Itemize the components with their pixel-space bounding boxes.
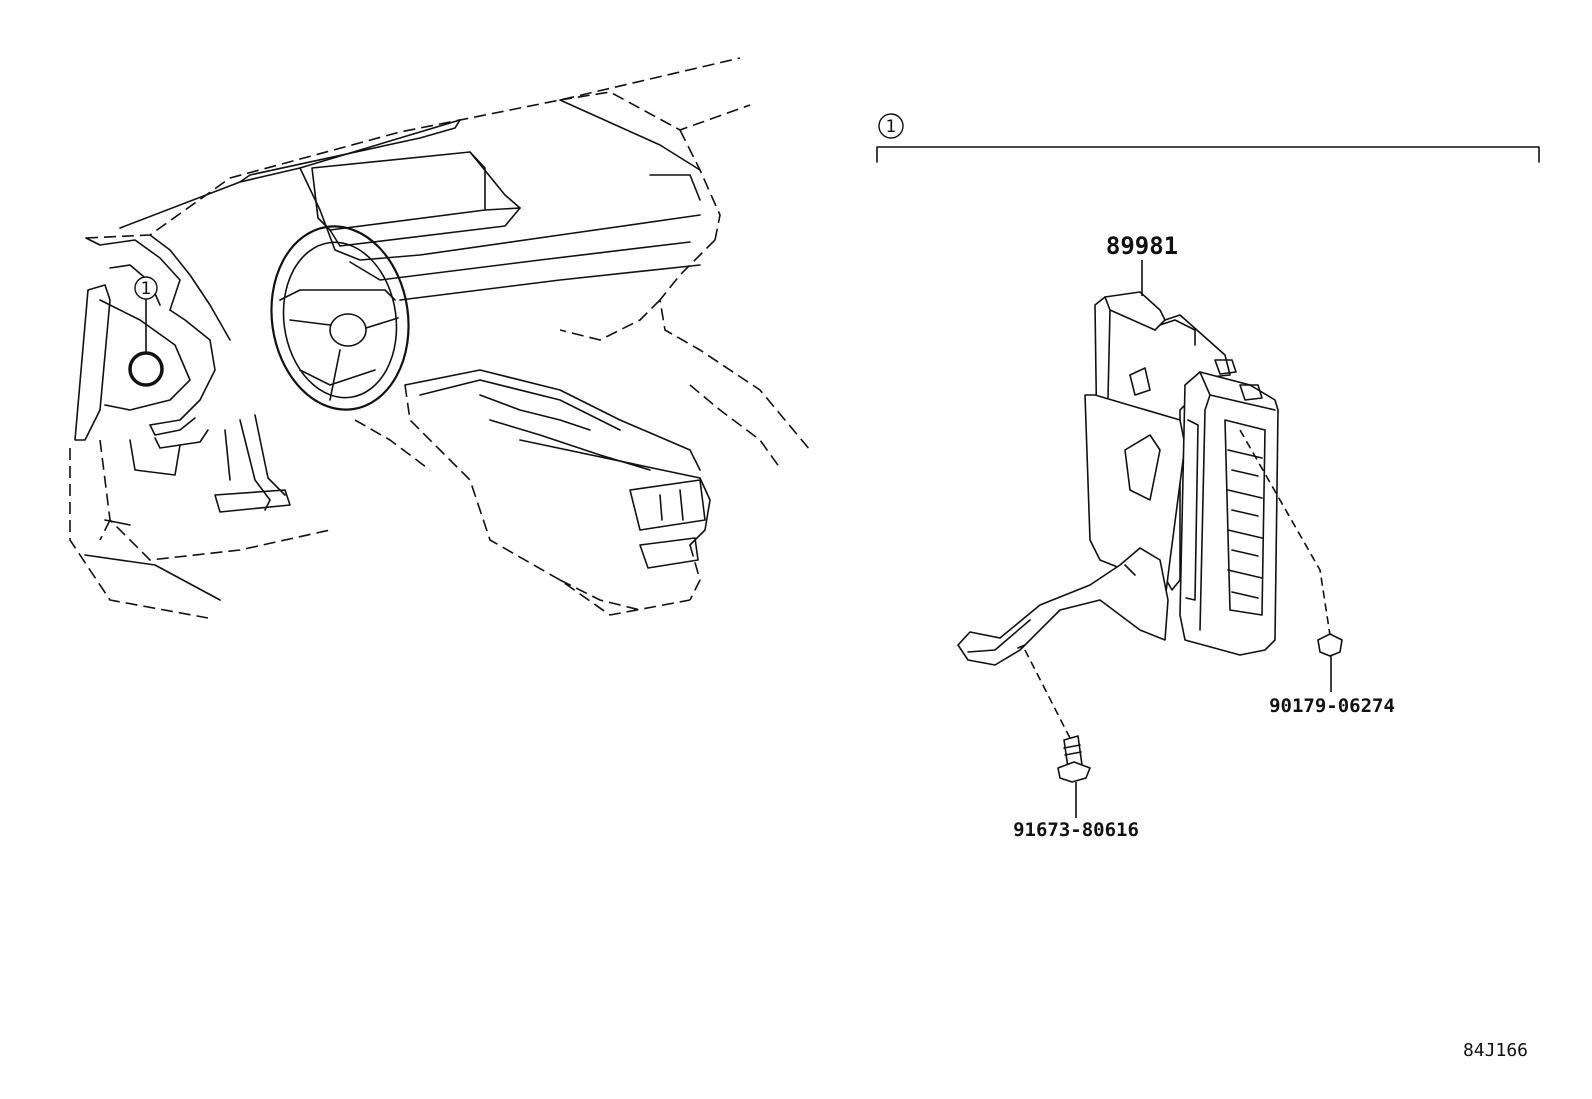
clip-leader-dashed: [1239, 429, 1331, 636]
ecu-assembly: [957, 291, 1279, 666]
group-callout-circle: [878, 113, 904, 139]
part-number-bolt: 91673-80616: [1013, 819, 1139, 841]
location-callout-circle: [134, 276, 158, 300]
group-bracket: 1: [876, 113, 1540, 163]
group-bracket-line: [876, 146, 1540, 163]
diagram-reference-code: 84J166: [1463, 1040, 1528, 1061]
clip-fastener: [1317, 633, 1343, 657]
fasteners: [1024, 429, 1343, 818]
location-target-circle: [128, 351, 164, 387]
bolt-leader-dashed: [1024, 649, 1073, 743]
location-callout-number: 1: [141, 279, 152, 299]
part-number-ecu: 89981: [1106, 232, 1178, 260]
vehicle-interior-illustration: 1: [69, 57, 811, 619]
part-number-clip: 90179-06274: [1269, 695, 1395, 717]
steering-wheel: [270, 225, 410, 411]
bolt-head: [1057, 761, 1091, 783]
group-callout-number: 1: [886, 117, 897, 137]
